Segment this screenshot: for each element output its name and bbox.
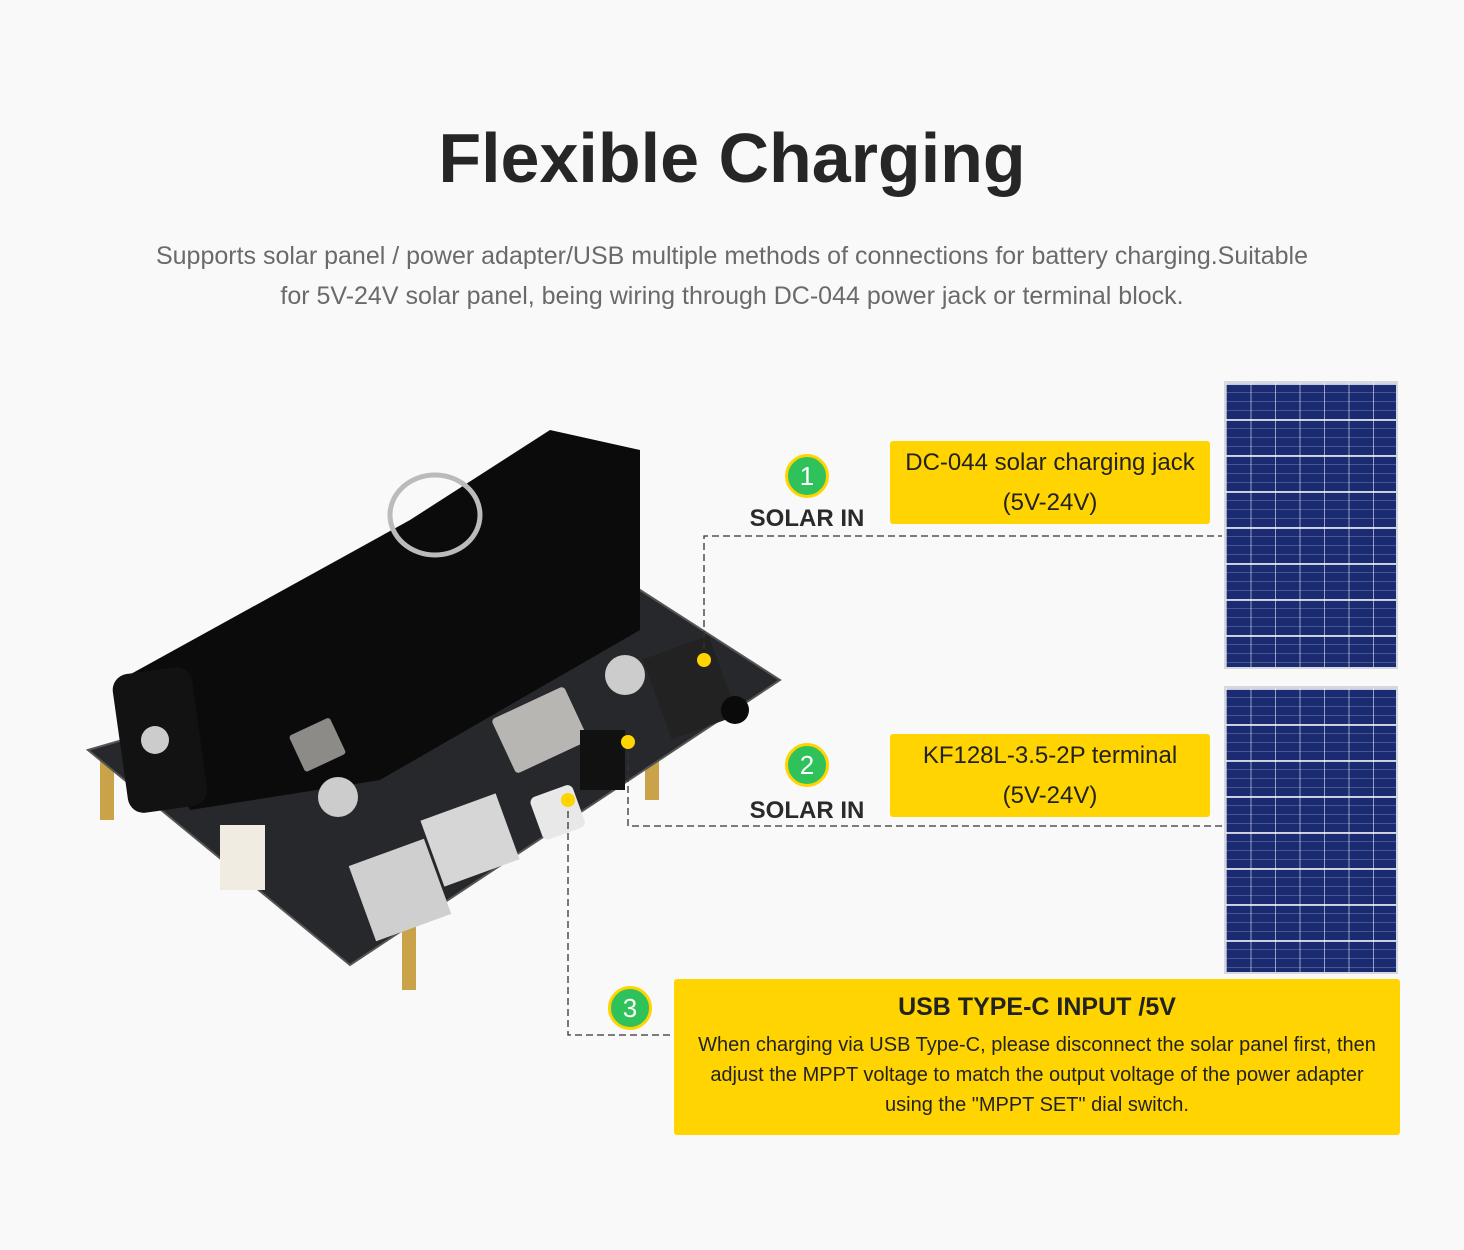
subtitle-line: Supports solar panel / power adapter/USB… bbox=[155, 242, 1309, 270]
solar-panel-image bbox=[1224, 686, 1398, 974]
step-badge-2: 2 bbox=[785, 743, 829, 787]
subtitle: Supports solar panel / power adapter/USB… bbox=[80, 236, 1384, 316]
callout-title: USB TYPE-C INPUT /5V bbox=[898, 993, 1176, 1021]
callout-dc-jack: DC-044 solar charging jack (5V-24V) bbox=[890, 441, 1210, 524]
subtitle-line: for 5V-24V solar panel, being wiring thr… bbox=[280, 282, 1184, 310]
callout-title: KF128L-3.5-2P terminal bbox=[922, 742, 1178, 769]
callout-usb-c: USB TYPE-C INPUT /5V When charging via U… bbox=[674, 979, 1400, 1135]
callout-title: DC-044 solar charging jack bbox=[905, 449, 1195, 476]
callout-range: (5V-24V) bbox=[1002, 489, 1098, 516]
solar-in-label: SOLAR IN bbox=[749, 797, 865, 824]
step-badge-1: 1 bbox=[785, 454, 829, 498]
step-badge-3: 3 bbox=[608, 986, 652, 1030]
charging-board-image bbox=[85, 430, 782, 990]
solar-panel-image bbox=[1224, 381, 1398, 669]
solar-in-label: SOLAR IN bbox=[749, 505, 865, 532]
callout-description: When charging via USB Type-C, please dis… bbox=[698, 1034, 1376, 1116]
page-title: Flexible Charging bbox=[438, 119, 1026, 197]
callout-terminal: KF128L-3.5-2P terminal (5V-24V) bbox=[890, 734, 1210, 817]
callout-range: (5V-24V) bbox=[1002, 782, 1098, 809]
